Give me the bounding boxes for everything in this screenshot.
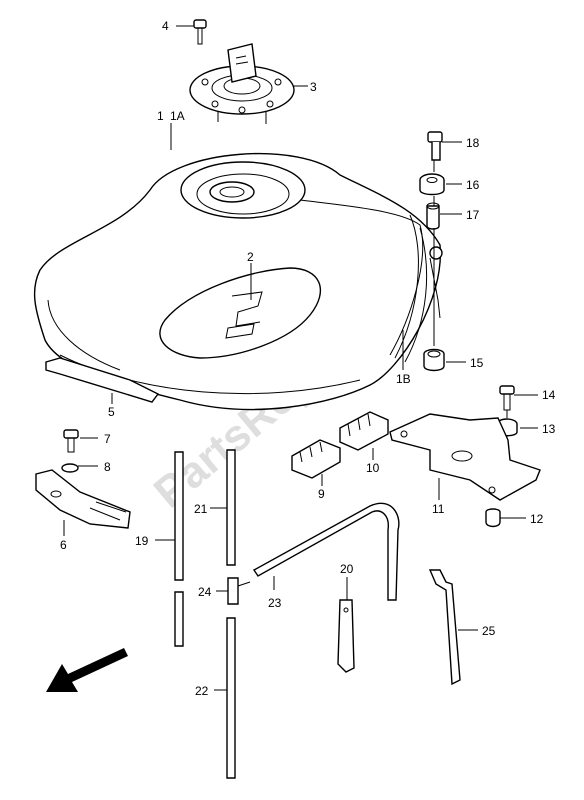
- callout-22: 22: [195, 684, 209, 698]
- callout-20: 20: [340, 562, 354, 576]
- callout-1a: 1A: [170, 109, 185, 123]
- side-bracket-assembly: [35, 429, 131, 529]
- callout-8: 8: [104, 460, 111, 474]
- callout-4: 4: [162, 19, 169, 33]
- callout-labels: 4 3 1 1A 2 18 16 17 15 1B 14 13 12 11 10…: [60, 19, 556, 698]
- callout-7: 7: [104, 432, 111, 446]
- callout-18: 18: [466, 136, 480, 150]
- callout-1b: 1B: [396, 372, 411, 386]
- callout-6: 6: [60, 538, 67, 552]
- callout-1: 1: [157, 109, 164, 123]
- callout-13: 13: [542, 422, 556, 436]
- bracket-nut: [485, 508, 501, 528]
- callout-25: 25: [482, 624, 496, 638]
- callout-10: 10: [366, 461, 380, 475]
- tank-rubber-strip: [45, 357, 160, 403]
- fuel-cap-assembly: [189, 43, 295, 124]
- callout-12: 12: [530, 512, 544, 526]
- callout-9: 9: [318, 487, 325, 501]
- front-arrow-icon: [46, 648, 128, 692]
- tank-bracket: [389, 413, 541, 501]
- callout-17: 17: [466, 208, 480, 222]
- callout-19: 19: [135, 534, 149, 548]
- callout-23: 23: [268, 596, 282, 610]
- callout-24: 24: [198, 585, 212, 599]
- callout-16: 16: [466, 178, 480, 192]
- mounting-hardware-stack: [419, 131, 445, 372]
- callout-3: 3: [310, 80, 317, 94]
- callout-14: 14: [542, 388, 556, 402]
- leader-lines: [63, 25, 538, 691]
- cushion-blocks: [291, 411, 389, 479]
- callout-21: 21: [194, 502, 208, 516]
- callout-2: 2: [247, 250, 254, 264]
- callout-5: 5: [108, 405, 115, 419]
- callout-11: 11: [432, 502, 445, 516]
- hoses: [174, 449, 400, 779]
- callout-15: 15: [470, 356, 484, 370]
- hose-clips: [337, 569, 461, 686]
- cap-screw: [193, 19, 207, 45]
- fuel-tank: [33, 152, 443, 411]
